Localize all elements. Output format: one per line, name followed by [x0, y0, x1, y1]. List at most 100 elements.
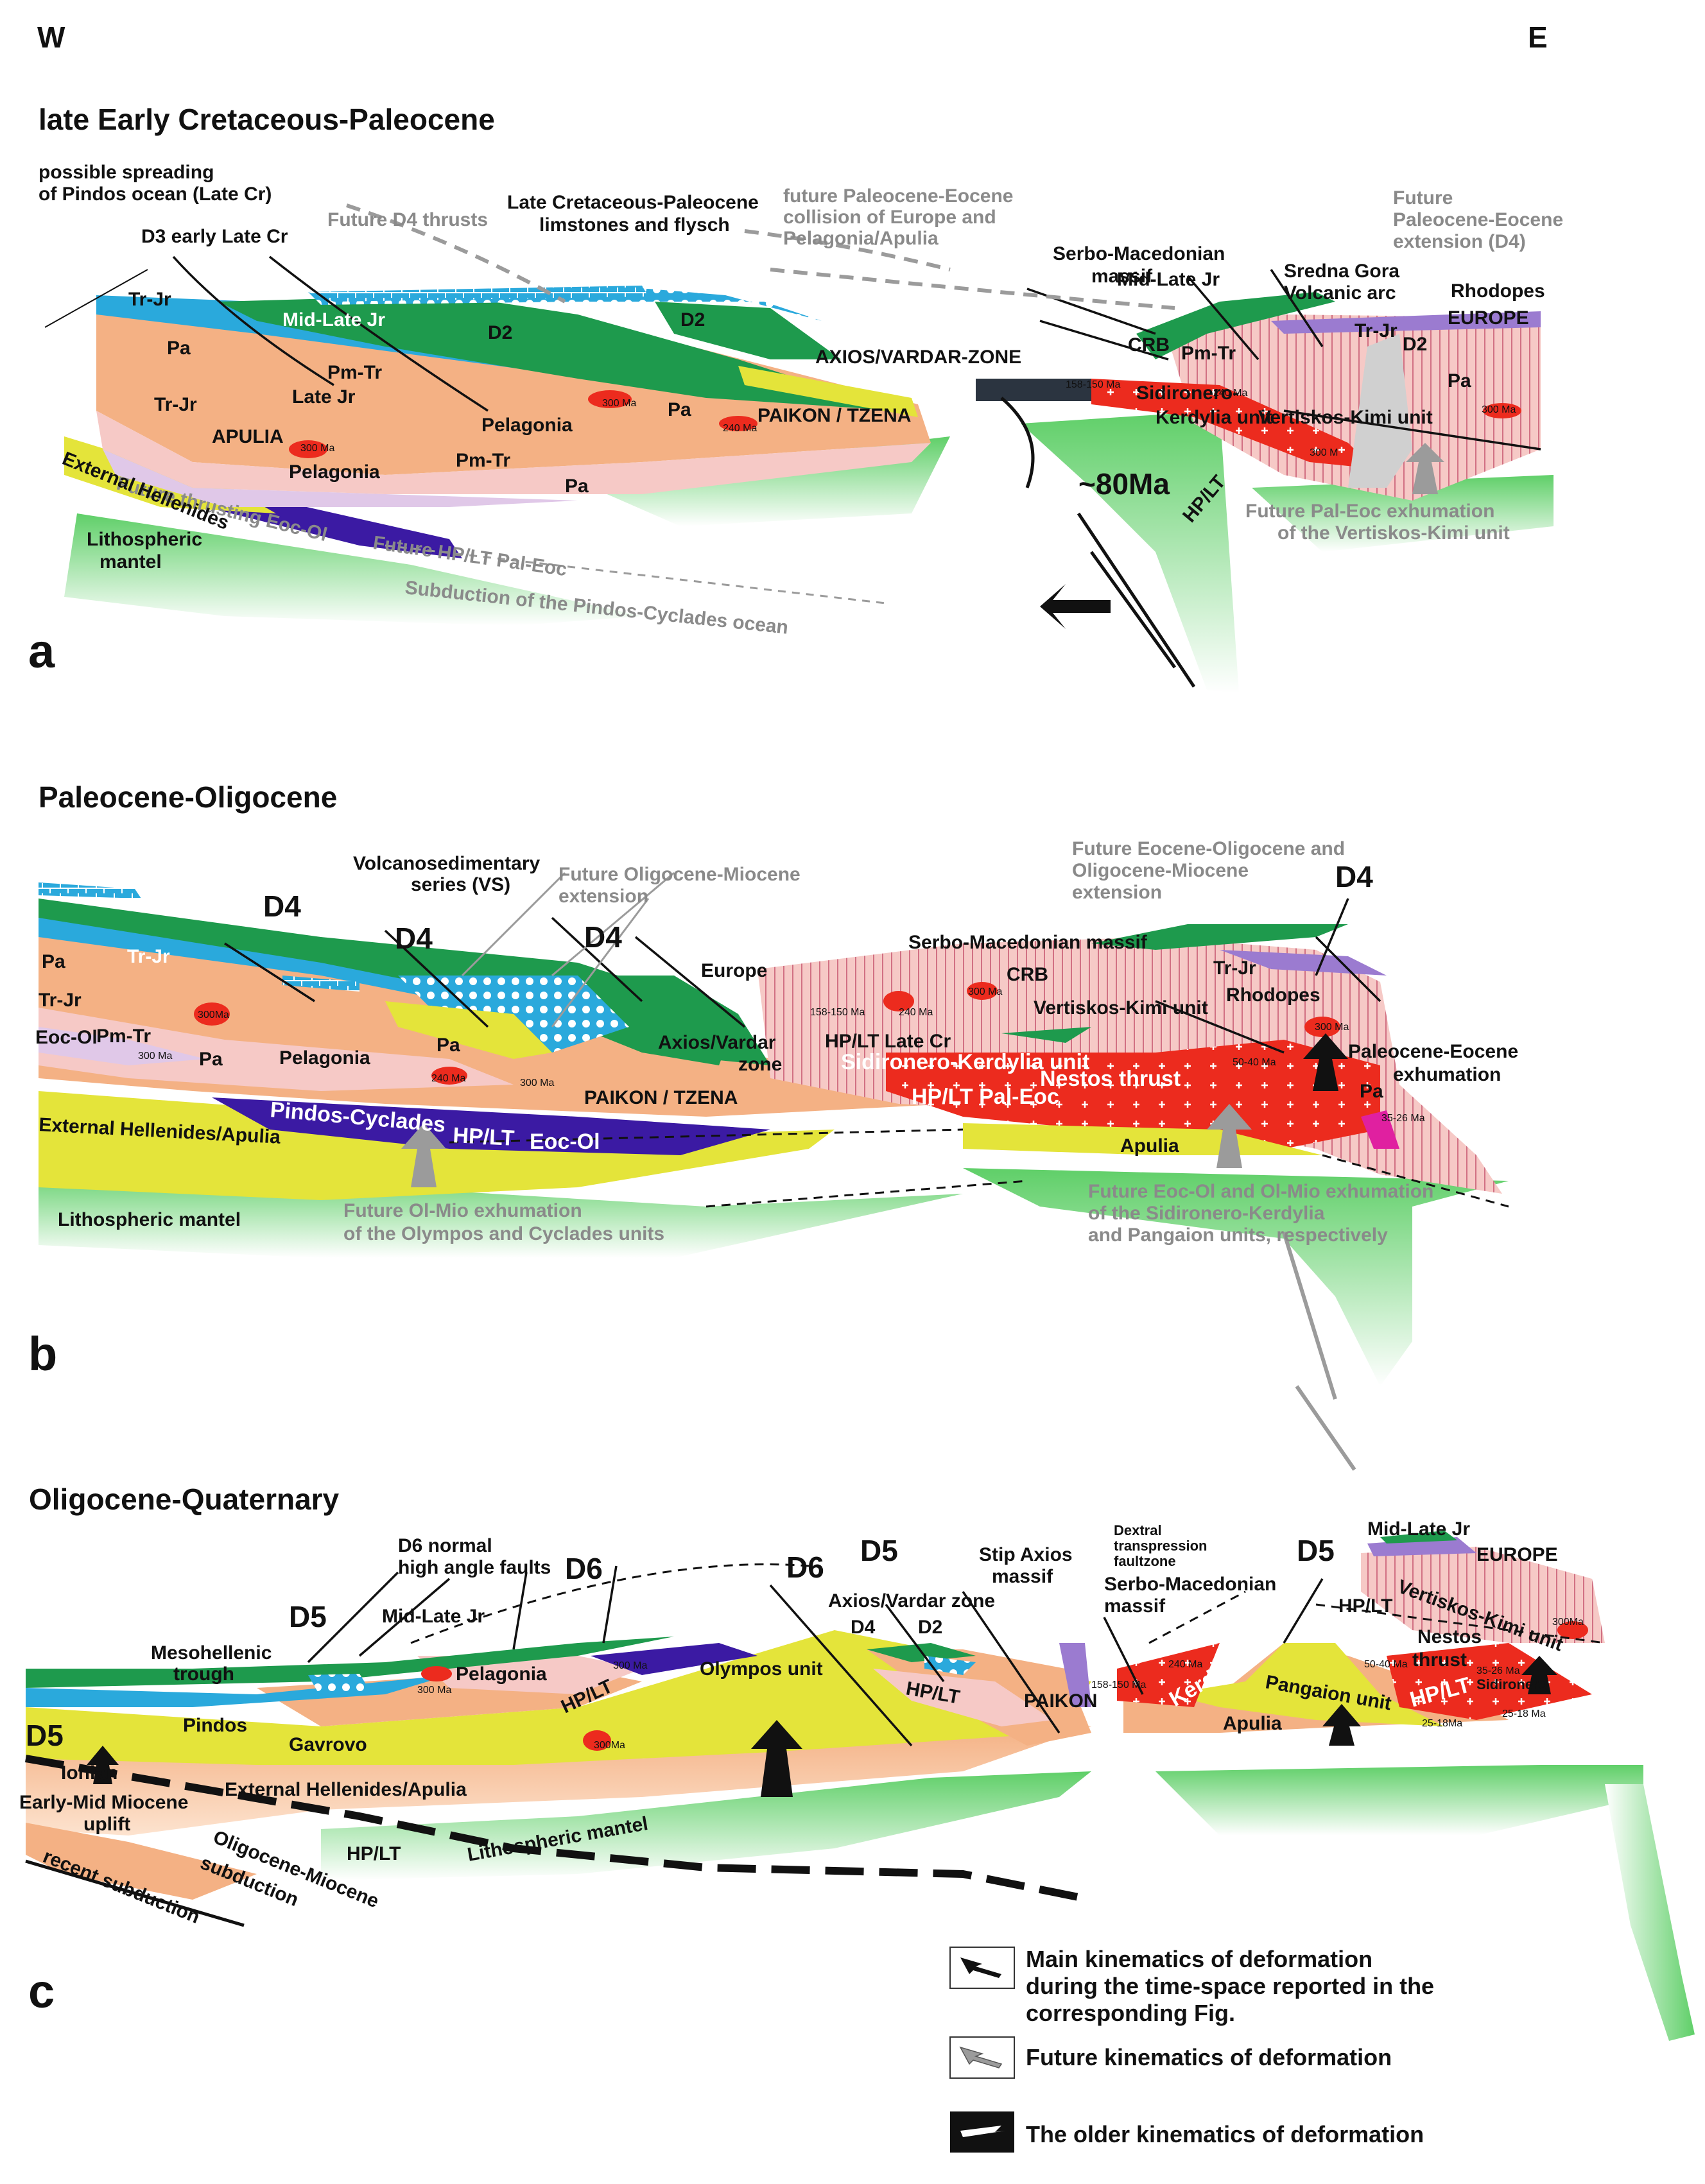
c-violet-strip: [1059, 1643, 1091, 1707]
a-label-rhodopes: Rhodopes: [1451, 280, 1545, 302]
c-peach-lower: [26, 1823, 257, 1900]
c-label-3526ma: 35-26 Ma: [1476, 1665, 1520, 1676]
b-label-trjr-2: Tr-Jr: [39, 990, 82, 1011]
legend-main-arrow-icon: [960, 1957, 1001, 1978]
b-label-future-eoc-1: Future Eoc-Ol and Ol-Mio exhumation: [1088, 1181, 1433, 1202]
c-label-dextral-3: faultzone: [1114, 1553, 1176, 1569]
a-label-latejr: Late Jr: [292, 386, 356, 408]
a-slab-outline: [1000, 397, 1196, 688]
b-label-litho: Lithospheric mantel: [58, 1209, 241, 1230]
a-label-spreading-1: possible spreading: [39, 162, 214, 183]
a-lavender-layer: [103, 449, 578, 507]
c-mantle-east: [1155, 1765, 1643, 1836]
b-label-nestos: Nestos thrust: [1040, 1067, 1181, 1091]
c-label-d6-normal-1: D6 normal: [398, 1535, 492, 1556]
c-red-lens-1: [421, 1666, 452, 1681]
c-axios-dots: [924, 1656, 976, 1675]
a-label-158ma: 158-150 Ma: [1066, 379, 1120, 390]
panel-b: Paleocene-Oligocene b: [28, 780, 1518, 1471]
legend-future-swatch: [949, 2036, 1015, 2079]
corner-east-label: E: [1528, 21, 1548, 54]
panel-b-title: Paleocene-Oligocene: [39, 780, 337, 814]
c-label-5040ma: 50-40 Ma: [1364, 1659, 1408, 1670]
b-label-future-eoc-3: and Pangaion units, respectively: [1088, 1225, 1388, 1246]
a-yellow-paikon: [738, 366, 918, 417]
c-east-yellow: [1168, 1643, 1444, 1726]
c-subduction-dash: [24, 1755, 1093, 1904]
c-recent-line: [25, 1859, 245, 1927]
a-label-300ma-e: 300 Ma: [1482, 404, 1516, 415]
c-red-lens-3: [1557, 1621, 1588, 1639]
c-label-serbo-1: Serbo-Macedonian: [1104, 1574, 1276, 1595]
b-future-lines: [461, 872, 675, 1028]
a-thrust-lines: [172, 255, 1541, 451]
b-label-300ma-1: 300Ma: [198, 1010, 229, 1020]
a-mantle-west: [64, 513, 642, 626]
a-green-d2: [655, 302, 841, 359]
legend-older-arrow-icon: [960, 2126, 1005, 2137]
c-black-up-arrow-1: [751, 1720, 802, 1797]
legend-future-arrow-icon: [959, 2046, 1003, 2068]
a-label-serbo-1: Serbo-Macedonian: [1053, 243, 1225, 264]
b-label-paikon: PAIKON / TZENA: [584, 1087, 738, 1108]
c-mantle-center: [321, 1771, 1091, 1880]
c-black-up-arrow-2: [1322, 1704, 1361, 1746]
c-label-mesohellenic-1: Mesohellenic: [151, 1642, 272, 1664]
a-label-sidironero-1: Sidironero-: [1136, 383, 1239, 404]
c-label-300ma-e: 300Ma: [1552, 1617, 1584, 1628]
a-label-future-exh-2: of the Vertiskos-Kimi unit: [1277, 522, 1510, 544]
a-label-collision-1: future Paleocene-Eocene: [783, 185, 1013, 207]
c-label-sidironero: Sidironero: [1476, 1676, 1547, 1692]
c-fault-lines: [307, 1565, 1324, 1747]
b-label-hplt-late: HP/LT Late Cr: [825, 1031, 951, 1052]
a-label-pa-1: Pa: [167, 338, 191, 359]
c-label-240ma: 240 Ma: [1168, 1659, 1202, 1670]
a-purple-top: [1271, 311, 1541, 334]
a-brick-top: [308, 286, 648, 302]
a-green-midlate: [218, 295, 899, 411]
c-label-d5-1: D5: [289, 1600, 327, 1633]
c-label-mesohellenic-2: trough: [173, 1664, 234, 1685]
b-lavender-west: [39, 1027, 205, 1065]
b-red-lens-1: [194, 1002, 230, 1026]
a-label-collision-2: collision of Europe and: [783, 207, 996, 228]
c-label-300ma-2: 300 Ma: [613, 1660, 647, 1671]
a-label-future-d4: Future D4 thrusts: [327, 209, 488, 230]
a-label-pa-2: Pa: [668, 399, 691, 420]
panel-c-letter: c: [28, 1965, 55, 2018]
c-label-hplt-sub: HP/LT: [347, 1843, 401, 1864]
b-red-lens-2: [431, 1067, 467, 1085]
a-label-extension-1: Future: [1393, 187, 1453, 209]
b-label-future-olmio-1: Future Ol-Mio exhumation: [343, 1200, 582, 1221]
a-label-d2-w: D2: [488, 322, 512, 343]
a-label-extension-2: Paleocene-Eocene: [1393, 209, 1563, 230]
b-label-trjr-1: Tr-Jr: [127, 946, 170, 967]
a-label-extension-3: extension (D4): [1393, 231, 1526, 252]
c-east-red-e: [1387, 1643, 1592, 1720]
c-label-apulia: Apulia: [1223, 1713, 1282, 1734]
c-label-axios: Axios/Vardar zone: [828, 1590, 995, 1612]
b-label-future-eo-1: Future Eocene-Oligocene and: [1072, 838, 1345, 859]
c-yellow-main: [26, 1630, 1091, 1765]
a-red-sidironero: [1091, 379, 1374, 469]
c-axios-pink: [873, 1669, 1053, 1726]
b-label-240ma-1: 240 Ma: [431, 1073, 465, 1084]
c-dots: [308, 1674, 372, 1698]
b-label-pa-3: Pa: [437, 1035, 460, 1056]
a-label-pelagonia-2: Pelagonia: [289, 461, 380, 483]
c-label-external: External Hellenides/Apulia: [225, 1779, 467, 1800]
a-label-pa-e: Pa: [1448, 370, 1471, 391]
a-label-pmtr-1: Pm-Tr: [327, 362, 382, 383]
legend-main-line-1: Main kinematics of deformation: [1026, 1946, 1372, 1972]
b-label-hplt-w: HP/LT: [453, 1123, 515, 1151]
c-black-up-arrow-3: [1521, 1656, 1557, 1694]
b-green-lens: [1001, 1027, 1091, 1043]
a-grey-extension: [1348, 334, 1412, 488]
c-label-stip-2: massif: [992, 1566, 1053, 1587]
panel-a-title: late Early Cretaceous-Paleocene: [39, 103, 495, 136]
panel-a: late Early Cretaceous-Paleocene a: [28, 103, 1563, 693]
b-brick-left: [39, 882, 141, 899]
a-label-paikon: PAIKON / TZENA: [757, 405, 911, 426]
b-label-d4-2: D4: [395, 922, 433, 955]
panel-b-letter: b: [28, 1327, 57, 1380]
